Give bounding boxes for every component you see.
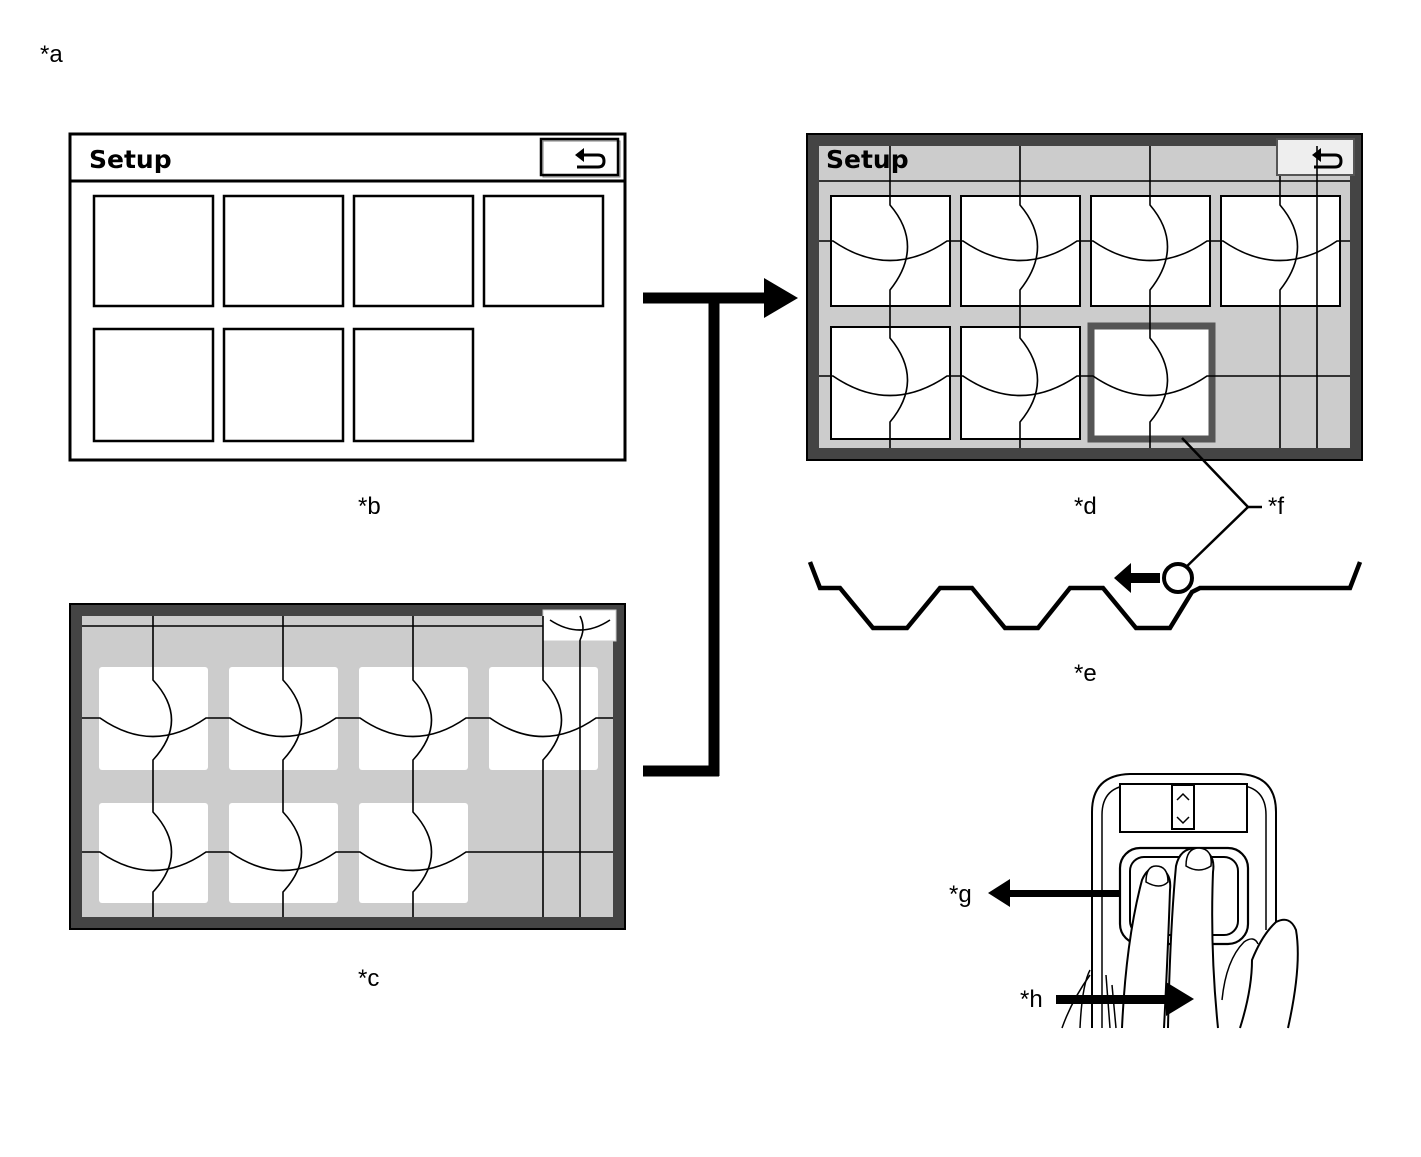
screen-b-tile-5[interactable] <box>92 327 215 443</box>
scroll-switch <box>1171 784 1195 830</box>
finger-position-marker <box>1162 562 1194 594</box>
label-f: *f <box>1268 493 1284 520</box>
label-a: *a <box>40 41 63 68</box>
screen-d-texture-lines <box>819 146 1350 448</box>
label-c: *c <box>358 965 379 992</box>
screen-b-tiles <box>92 194 605 443</box>
screen-b: Setup <box>68 132 627 462</box>
screen-d-back-button[interactable] <box>1276 138 1355 176</box>
screen-b-tile-6[interactable] <box>222 327 345 443</box>
label-g: *g <box>949 881 972 908</box>
callout-f <box>1181 437 1262 572</box>
screen-c-tile-3 <box>359 667 468 770</box>
screen-d-title: Setup <box>826 145 909 174</box>
screen-d: Setup <box>806 133 1363 461</box>
return-arrow-icon <box>575 148 606 169</box>
screen-c-texture-lines <box>82 616 613 917</box>
screen-c-tiles <box>99 667 598 903</box>
screen-b-back-button[interactable] <box>539 137 621 178</box>
left-arrow-icon <box>1114 563 1160 593</box>
screen-b-tile-4[interactable] <box>482 194 605 308</box>
screen-c-tile-2 <box>229 667 338 770</box>
screen-b-title: Setup <box>89 145 172 174</box>
label-d: *d <box>1074 493 1097 520</box>
screen-c <box>69 603 626 930</box>
hand <box>1061 846 1299 1029</box>
screen-c-tile-5 <box>99 803 208 903</box>
screen-c-tile-6 <box>229 803 338 903</box>
screen-b-tile-7[interactable] <box>352 327 475 443</box>
screen-d-tile-7-selected[interactable] <box>1087 322 1216 443</box>
screen-b-tile-1[interactable] <box>92 194 215 308</box>
transition-arrow <box>643 278 798 777</box>
label-b: *b <box>358 493 381 520</box>
label-e: *e <box>1074 660 1097 687</box>
screen-b-tile-3[interactable] <box>352 194 475 308</box>
screen-c-tile-7 <box>359 803 468 903</box>
chevron-up-icon <box>1176 792 1190 801</box>
screen-c-tile-4 <box>489 667 598 770</box>
chevron-down-icon <box>1176 816 1190 825</box>
screen-c-tile-1 <box>99 667 208 770</box>
vibration-waveform <box>807 561 1363 631</box>
arrow-h <box>1056 982 1194 1016</box>
arrow-g <box>988 879 1120 907</box>
screen-b-tile-2[interactable] <box>222 194 345 308</box>
label-h: *h <box>1020 986 1043 1013</box>
